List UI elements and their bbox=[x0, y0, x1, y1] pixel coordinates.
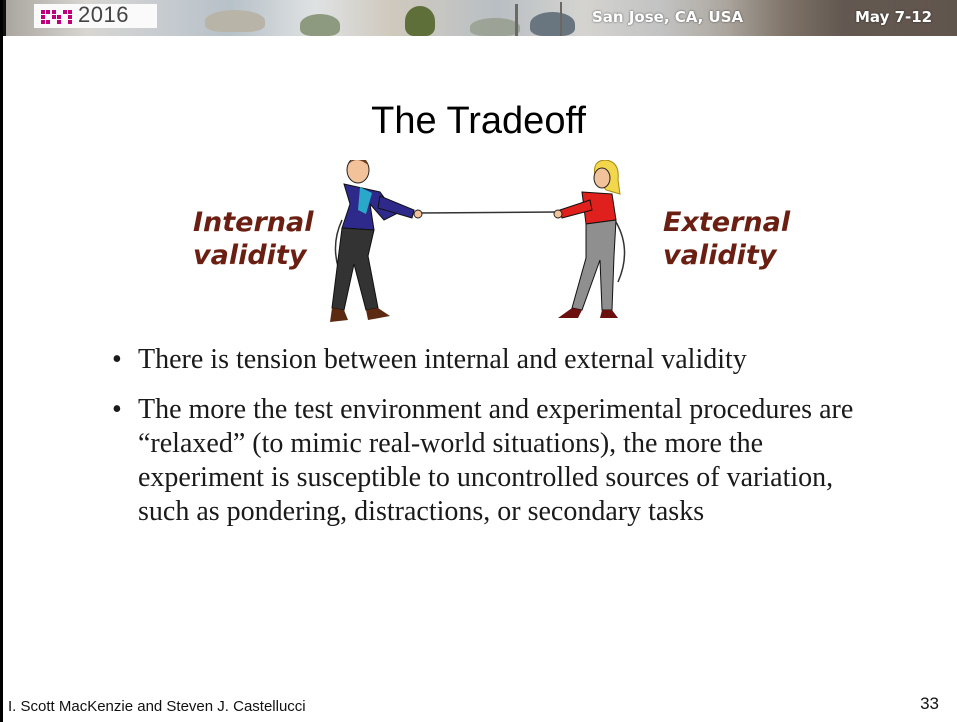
footer-authors: I. Scott MacKenzie and Steven J. Castell… bbox=[8, 698, 306, 715]
conference-dates: May 7-12 bbox=[855, 8, 933, 26]
banner-scenery bbox=[300, 14, 340, 36]
page-number: 33 bbox=[920, 694, 939, 713]
slide-left-border bbox=[0, 0, 3, 722]
conference-location: San Jose, CA, USA bbox=[592, 8, 744, 26]
bullet-list: • There is tension between internal and … bbox=[112, 343, 872, 545]
bullet-text: There is tension between internal and ex… bbox=[138, 344, 747, 375]
internal-validity-label-line: Internal bbox=[193, 207, 314, 238]
bullet-marker: • bbox=[112, 394, 122, 425]
internal-validity-label: Internal validity bbox=[193, 206, 318, 272]
banner-shade bbox=[440, 0, 957, 36]
banner-scenery bbox=[205, 10, 265, 32]
external-validity-label: External validity bbox=[663, 206, 803, 272]
conference-banner: 2016 San Jose, CA, USA May 7-12 bbox=[0, 0, 957, 36]
bullet-marker: • bbox=[112, 344, 122, 375]
man-figure bbox=[330, 160, 423, 322]
bullet-item: • The more the test environment and expe… bbox=[112, 393, 872, 529]
internal-validity-label-line: validity bbox=[193, 240, 307, 271]
rope bbox=[615, 221, 626, 283]
bullet-text: The more the test environment and experi… bbox=[138, 394, 854, 527]
external-validity-label-line: validity bbox=[663, 240, 777, 271]
chi-logo-icon bbox=[40, 7, 74, 27]
woman-figure bbox=[553, 160, 621, 318]
rope bbox=[419, 211, 557, 214]
external-validity-label-line: External bbox=[663, 207, 791, 238]
bullet-item: • There is tension between internal and … bbox=[112, 343, 872, 377]
tug-of-war-illustration bbox=[330, 160, 626, 322]
banner-tree bbox=[405, 6, 435, 36]
banner-edge bbox=[0, 0, 6, 36]
slide-title: The Tradeoff bbox=[371, 100, 586, 142]
conference-year: 2016 bbox=[78, 2, 129, 27]
